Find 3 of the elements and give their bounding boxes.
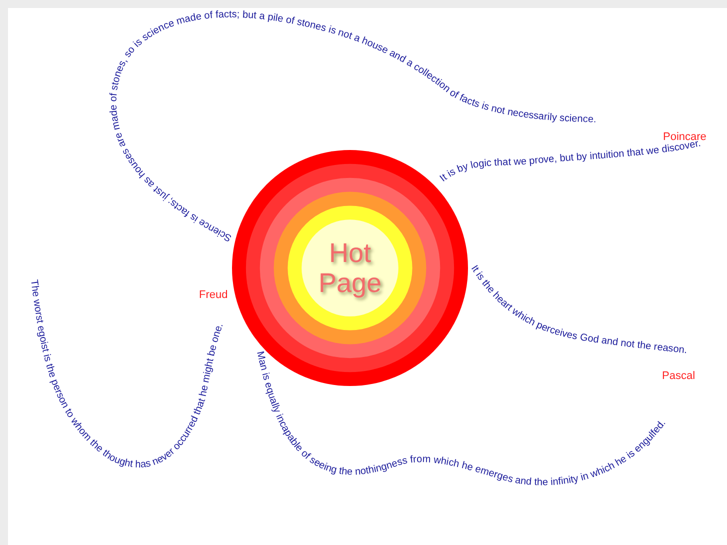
author-name: Pascal: [662, 370, 696, 382]
author-name: Freud: [199, 289, 228, 301]
hub-title: Hot Page: [317, 238, 383, 298]
